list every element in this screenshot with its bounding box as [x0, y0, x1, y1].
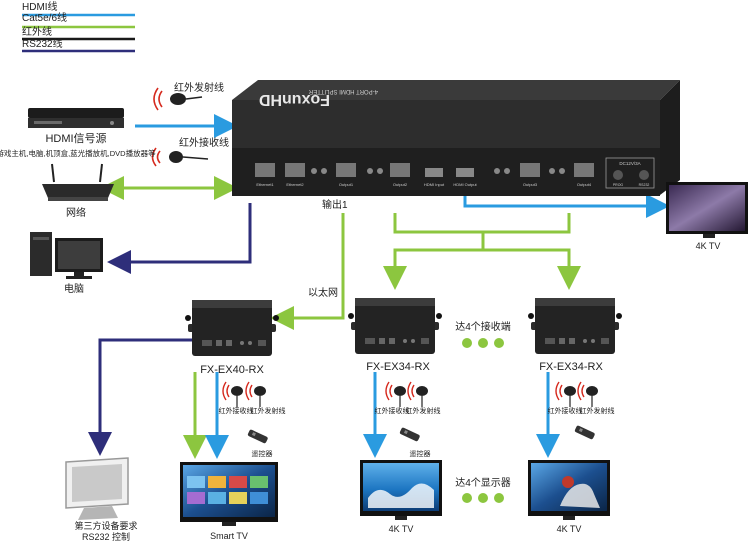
bus-to-receiver2	[383, 232, 485, 290]
legend-item-cat: Cat5e/6线	[22, 11, 135, 29]
hdmi-output-label: HDMI Output	[453, 182, 477, 187]
receiver-model: FX-EX34-RX	[366, 361, 430, 373]
display-label: 4K TV	[389, 524, 414, 534]
router-icon	[42, 163, 114, 201]
display-label: 4K TV	[557, 524, 582, 534]
computer-label: 电脑	[64, 282, 84, 295]
displays-note: 达4个显示器	[455, 477, 511, 489]
legend-label: 红外线	[22, 25, 52, 38]
third-party-device-icon	[65, 457, 129, 520]
output4-port-label: Output4	[577, 182, 592, 187]
hdmi-source-title: HDMI信号源	[45, 131, 106, 145]
ir-emitter-icon	[577, 381, 599, 408]
ir-receiver-icon	[222, 381, 244, 408]
ir-rx-label: 红外接收线	[179, 136, 229, 149]
ir-receiver-icon	[385, 381, 407, 408]
ir-tx-label: 红外发射线	[251, 406, 286, 415]
hdmi-input-label: HDMI Input	[424, 182, 445, 187]
ir-sensor-icon	[169, 151, 183, 163]
splitter-to-receivers-2-3	[393, 213, 571, 234]
ir-tx-label: 红外发射线	[580, 406, 615, 415]
hdmi-source-desc: 游戏主机,电脑,机顶盒,蓝光播放机,DVD播放器等	[0, 148, 156, 158]
tv-3: 4K TV	[528, 460, 610, 534]
receiver-model: FX-EX34-RX	[539, 361, 603, 373]
display-label: Smart TV	[210, 531, 248, 541]
remote-control-icon	[247, 429, 269, 444]
legend-item-hdmi: HDMI线	[22, 0, 135, 17]
ir-receiver-icon	[555, 381, 577, 408]
remote-control-icon	[574, 425, 596, 440]
remote-label: 遥控器	[410, 449, 431, 458]
receiver-model: FX-EX40-RX	[200, 364, 264, 376]
ir-emitter-icon	[407, 381, 429, 408]
ethernet-label: 以太网	[308, 286, 338, 299]
output3-port	[520, 163, 540, 177]
third-party-line2: RS232 控制	[82, 531, 130, 541]
legend-item-rs232: RS232线	[22, 37, 135, 53]
ellipsis-dots	[462, 338, 504, 348]
dc-power-panel	[605, 157, 655, 189]
dvd-player-icon	[28, 108, 124, 128]
ir-transmitter-cable	[153, 87, 203, 111]
output1-label: 输出1	[322, 198, 348, 211]
rx1-rs232-to-device	[88, 338, 192, 456]
output2-port-label: Output2	[393, 182, 408, 187]
ethernet1-port	[255, 163, 275, 177]
third-party-line1: 第三方设备要求	[74, 520, 137, 531]
legend-label: RS232线	[22, 37, 63, 50]
ethernet1-label: Ethernet1	[256, 182, 274, 187]
tv-2: 4K TV	[360, 460, 442, 534]
bus-to-receiver3	[483, 248, 581, 290]
dc-port	[613, 170, 623, 180]
output2-port	[390, 163, 410, 177]
output1-port	[336, 163, 356, 177]
ir-tx-label: 红外发射线	[406, 406, 441, 415]
prog-label: PROG	[613, 183, 624, 187]
ir-rx-label: 红外接收线	[375, 406, 410, 415]
hdmi-output-port	[456, 168, 474, 177]
receiver-3: FX-EX34-RX 红外接收线 红外发射线	[528, 298, 622, 440]
splitter-to-local-tv	[463, 193, 670, 218]
ir-emitter-icon	[170, 93, 186, 105]
legend-label: HDMI线	[22, 0, 58, 13]
splitter-to-computer	[107, 203, 252, 274]
ir-receiver-cable	[151, 147, 209, 167]
dc-label: DC12V/3A	[619, 161, 640, 166]
receiver-1: FX-EX40-RX 红外接收线 红外发射线 遥控器	[185, 300, 286, 458]
output1-port-label: Output1	[339, 182, 354, 187]
legend-item-ir: 红外线	[22, 25, 135, 41]
receiver-2: FX-EX34-RX 红外接收线 红外发射线 遥控器	[348, 298, 442, 458]
ir-tx-label: 红外发射线	[174, 81, 224, 94]
ir-emitter-icon	[245, 381, 267, 408]
splitter-model: 4-PORT HDMI SPLITTER	[308, 88, 378, 94]
smart-tv: Smart TV	[180, 462, 278, 541]
legend: HDMI线 Cat5e/6线 红外线 RS232线	[22, 0, 135, 53]
computer-icon	[30, 232, 103, 279]
connection-lines	[88, 114, 670, 459]
splitter-brand: FoxunHD	[259, 91, 330, 108]
ir-rx-label: 红外接收线	[548, 406, 583, 415]
ethernet2-port	[285, 163, 305, 177]
ethernet-to-receiver1	[270, 213, 345, 330]
network-label: 网络	[66, 206, 86, 219]
ir-wave-icon	[156, 150, 161, 164]
remote-label: 遥控器	[252, 449, 273, 458]
ir-rx-label: 红外接收线	[219, 406, 254, 415]
ellipsis-dots	[462, 493, 504, 503]
rs232-port	[639, 170, 649, 180]
hdmi-input-port	[425, 168, 443, 177]
remote-control-icon	[399, 427, 421, 442]
legend-label: Cat5e/6线	[22, 11, 67, 24]
ethernet2-label: Ethernet2	[286, 182, 304, 187]
splitter-device: FoxunHD 4-PORT HDMI SPLITTER Ethernet1 E…	[232, 80, 680, 196]
local-tv-label: 4K TV	[696, 241, 721, 251]
output4-port	[574, 163, 594, 177]
local-4k-tv: 4K TV	[666, 182, 748, 251]
ir-wave-icon	[158, 90, 163, 108]
output3-port-label: Output3	[523, 182, 538, 187]
receivers-note: 达4个接收端	[455, 320, 511, 333]
rs232-label: RS232	[639, 183, 650, 187]
